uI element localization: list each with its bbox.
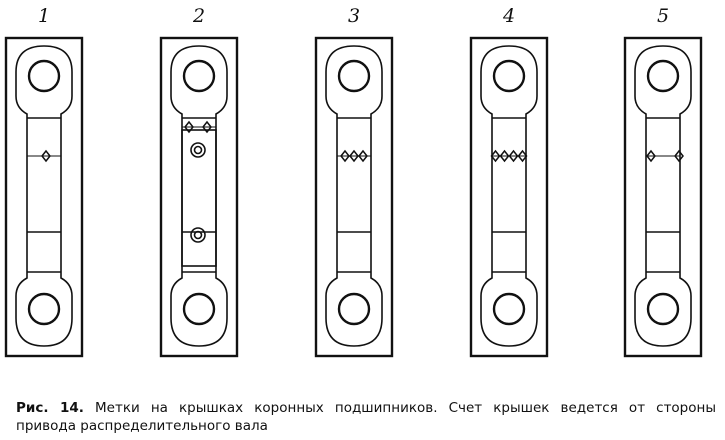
bottom-bolt-hole: [182, 292, 216, 326]
cap-outline: [15, 45, 73, 347]
cap-outer-frame: [4, 36, 84, 358]
cap-outer-frame: [469, 36, 549, 358]
bottom-bolt-hole: [646, 292, 680, 326]
bearing-cap-1: 1: [4, 5, 84, 358]
caption-text-line1: Метки на крышках коронных подшипников. С…: [95, 400, 717, 416]
caption-text-line2: привода распределительного вала: [16, 418, 268, 434]
bearing-cap-4: 4: [469, 5, 549, 358]
bearing-cap-5: 5: [623, 5, 703, 358]
caption-label: Рис. 14.: [16, 400, 84, 416]
bearing-cap-2: 2: [159, 5, 239, 358]
cap-outline: [170, 45, 228, 347]
cap-number-3: 3: [348, 5, 360, 27]
cap-outer-frame: [623, 36, 703, 358]
top-bolt-hole: [492, 59, 526, 93]
top-bolt-hole: [182, 59, 216, 93]
stud-center-2: [193, 230, 203, 240]
stud-2: [190, 227, 206, 243]
cap-number-5: 5: [657, 5, 669, 27]
cap-outer-frame: [314, 36, 394, 358]
bottom-bolt-hole: [337, 292, 371, 326]
cap-outline: [480, 45, 538, 347]
bottom-bolt-hole: [492, 292, 526, 326]
stud-1: [190, 142, 206, 158]
cap-outer-frame: [159, 36, 239, 358]
inner-plate: [181, 129, 217, 267]
top-bolt-hole: [646, 59, 680, 93]
figure-caption: Рис. 14. Метки на крышках коронных подши…: [16, 399, 716, 435]
bottom-bolt-hole: [27, 292, 61, 326]
cap-number-2: 2: [192, 5, 205, 27]
cap-outline: [325, 45, 383, 347]
cap-number-4: 4: [502, 5, 515, 27]
mark-2: [674, 149, 684, 163]
top-bolt-hole: [27, 59, 61, 93]
mark-4: [517, 149, 528, 163]
top-bolt-hole: [337, 59, 371, 93]
cap-outline: [634, 45, 692, 347]
stud-center-1: [193, 145, 203, 155]
bearing-cap-3: 3: [314, 5, 394, 358]
cap-number-1: 1: [38, 5, 50, 27]
bearing-caps-figure: 1 2 3 4 5: [4, 5, 703, 358]
